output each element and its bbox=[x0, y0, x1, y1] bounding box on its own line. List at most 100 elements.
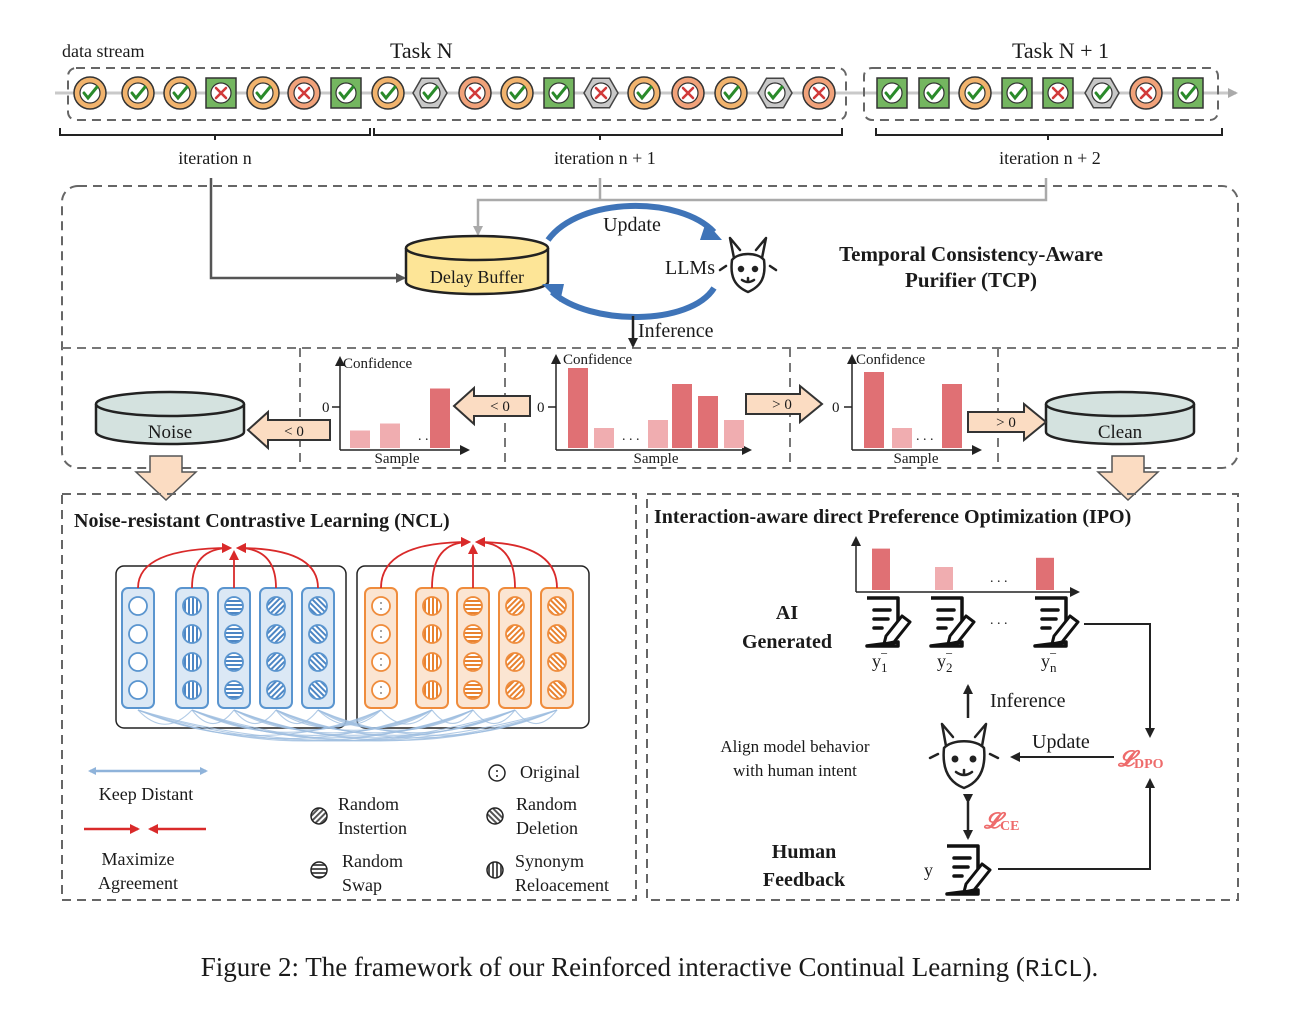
loss-ce: 𝓛CE bbox=[983, 808, 1019, 834]
loss-dpo: 𝓛DPO bbox=[1117, 746, 1164, 772]
stream-item-2 bbox=[163, 76, 197, 110]
iteration-n2-brace bbox=[875, 128, 1223, 140]
yn-label: yn− bbox=[1041, 646, 1057, 675]
maximize-label-1: Maximize bbox=[102, 849, 175, 869]
confidence-chart-middle: 0 Confidence Sample . . . bbox=[537, 352, 752, 467]
svg-text:< 0: < 0 bbox=[284, 424, 304, 440]
confidence-chart-right: 0 Confidence Sample . . . bbox=[832, 352, 982, 467]
stream-item-16 bbox=[757, 77, 793, 109]
svg-text:0: 0 bbox=[537, 400, 545, 416]
svg-text:0: 0 bbox=[322, 400, 330, 416]
stream-item-0 bbox=[73, 76, 107, 110]
chart0-bar-0 bbox=[350, 430, 370, 448]
svg-text:Synonym: Synonym bbox=[515, 851, 584, 871]
chart1-bar-3 bbox=[672, 384, 692, 448]
tcp-inference-label: Inference bbox=[638, 320, 714, 342]
keep-distant-arc-25 bbox=[317, 709, 433, 729]
human-to-dpo-line bbox=[998, 778, 1155, 870]
clean-down-arrow bbox=[1096, 455, 1160, 502]
stream-item-19 bbox=[918, 77, 950, 109]
stream-item-14 bbox=[671, 76, 705, 110]
doc-icon-y2 bbox=[929, 596, 976, 648]
svg-text:Original: Original bbox=[520, 762, 580, 782]
stream-item-12 bbox=[583, 77, 619, 109]
svg-text:0: 0 bbox=[832, 400, 840, 416]
chart0-bar-1 bbox=[380, 423, 400, 448]
confidence-chart-left: 0 Confidence Sample . . . bbox=[322, 356, 470, 467]
stream-item-5 bbox=[287, 76, 321, 110]
ipo-update-label: Update bbox=[1032, 731, 1090, 753]
keep-distant-arc-6 bbox=[191, 709, 235, 725]
blue-column-2 bbox=[217, 587, 251, 709]
inference-arc-head bbox=[542, 284, 564, 302]
stream-item-8 bbox=[412, 77, 448, 109]
keep-distant-arc-11 bbox=[191, 709, 558, 742]
stream-item-25 bbox=[1172, 77, 1204, 109]
legend-random-deletion: Random Deletion bbox=[486, 794, 578, 838]
keep-distant-arcs bbox=[137, 709, 558, 742]
keep-distant-arc-7 bbox=[191, 709, 382, 733]
stream-item-10 bbox=[500, 76, 534, 110]
legend-random-insertion: Random Instertion bbox=[310, 794, 407, 838]
keep-distant-arc-29 bbox=[380, 709, 433, 725]
chart1-bar-4 bbox=[698, 396, 718, 448]
svg-text:Random: Random bbox=[338, 794, 399, 814]
update-label: Update bbox=[603, 214, 661, 236]
keep-distant-arc-26 bbox=[317, 709, 474, 731]
ai-generated-line1: AI bbox=[776, 602, 798, 624]
svg-text:Instertion: Instertion bbox=[338, 818, 407, 838]
chart1-bar-1 bbox=[594, 428, 614, 448]
stream-item-1 bbox=[121, 76, 155, 110]
keep-distant-label: Keep Distant bbox=[99, 784, 193, 804]
keep-distant-arc-23 bbox=[275, 709, 558, 739]
delay-buffer-label: Delay Buffer bbox=[430, 267, 524, 287]
human-feedback-line2: Feedback bbox=[763, 869, 846, 891]
svg-text:Sample: Sample bbox=[894, 451, 939, 467]
red-arrow-o1 bbox=[431, 537, 471, 589]
ipo-box bbox=[646, 493, 1239, 901]
svg-text:Confidence: Confidence bbox=[856, 352, 925, 368]
svg-text:. . .: . . . bbox=[622, 429, 640, 444]
svg-text:Confidence: Confidence bbox=[343, 356, 412, 372]
stream-item-22 bbox=[1042, 77, 1074, 109]
update-arc-head bbox=[700, 222, 722, 240]
human-feedback-line1: Human bbox=[772, 841, 836, 863]
align-line2: with human intent bbox=[733, 761, 857, 780]
keep-distant-arc-12 bbox=[233, 709, 277, 725]
chart1-bar-2 bbox=[648, 420, 668, 448]
red-arrow-b4 bbox=[236, 543, 319, 589]
svg-text:Random: Random bbox=[342, 851, 403, 871]
ncl-embedding-columns bbox=[121, 587, 574, 709]
ipo-chart: . . . bbox=[851, 536, 1080, 597]
stream-item-17 bbox=[802, 76, 836, 110]
chart3-bar-1 bbox=[935, 567, 953, 590]
doc-icon-yn bbox=[1033, 596, 1080, 648]
iteration-n1-brace bbox=[373, 128, 843, 140]
tcp-box bbox=[61, 185, 1239, 469]
keep-distant-arc-20 bbox=[275, 709, 433, 731]
ai-generated-line2: Generated bbox=[742, 631, 832, 653]
stream-item-3 bbox=[205, 77, 237, 109]
svg-text:Reloacement: Reloacement bbox=[515, 875, 609, 895]
red-arrow-o0 bbox=[380, 537, 471, 589]
ipo-inference-label: Inference bbox=[990, 690, 1066, 712]
llama-model-icon bbox=[928, 722, 1000, 790]
keep-distant-arc-31 bbox=[472, 709, 516, 725]
stream-item-4 bbox=[246, 76, 280, 110]
keep-distant-arc-5 bbox=[137, 709, 558, 742]
svg-text:Sample: Sample bbox=[634, 451, 679, 467]
keep-distant-arc-30 bbox=[431, 709, 474, 725]
ipo-title: Interaction-aware direct Preference Opti… bbox=[654, 506, 1131, 528]
tcp-title-line1: Temporal Consistency-Aware bbox=[839, 242, 1103, 266]
llama-icon bbox=[718, 236, 778, 294]
red-arrow-b3 bbox=[236, 543, 277, 589]
align-line1: Align model behavior bbox=[720, 737, 870, 756]
clean-label: Clean bbox=[1098, 422, 1143, 443]
svg-text:. . .: . . . bbox=[916, 429, 934, 444]
chart1-bar-5 bbox=[724, 420, 744, 448]
stream-items bbox=[73, 76, 1204, 110]
noise-label: Noise bbox=[148, 422, 192, 443]
y2-label: y2− bbox=[937, 646, 953, 675]
ncl-box bbox=[61, 493, 637, 901]
task-n-box bbox=[67, 67, 847, 121]
